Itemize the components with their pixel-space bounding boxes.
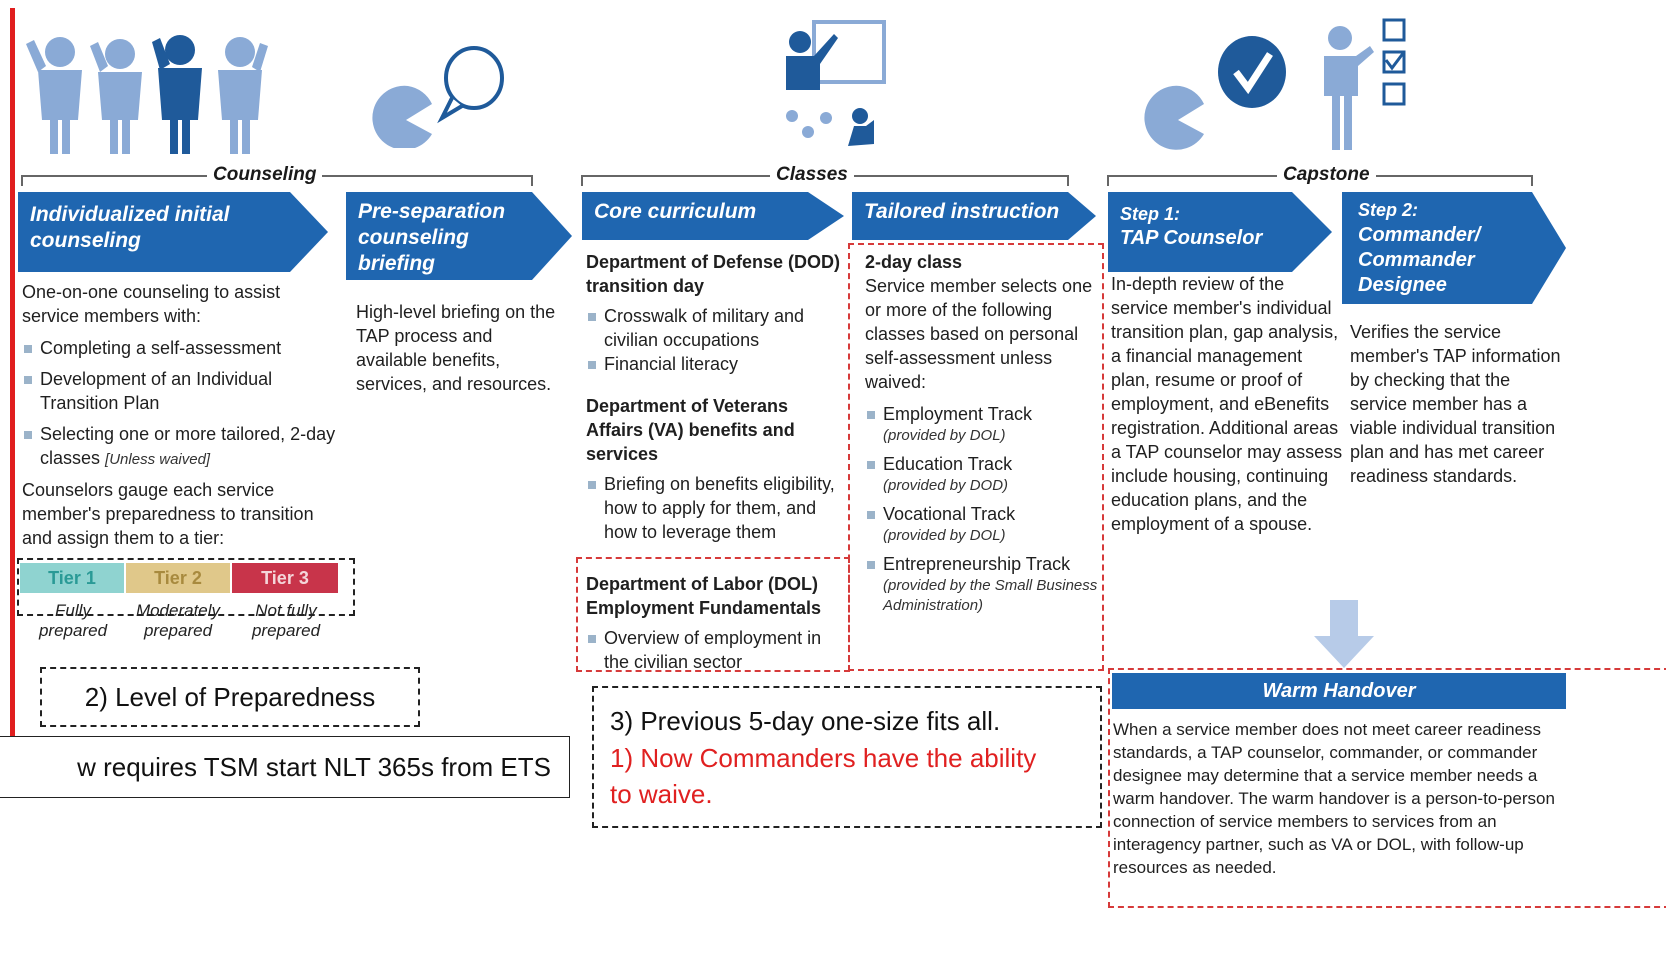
waiver-annotation: 3) Previous 5-day one-size fits all. 1) … xyxy=(592,686,1102,828)
track-item: Vocational Track(provided by DOL) xyxy=(865,502,1101,546)
dod-title: Department of Defense (DOD) transition d… xyxy=(586,252,841,296)
step1-text: In-depth review of the service member's … xyxy=(1111,274,1343,534)
section-classes: Classes xyxy=(770,164,854,186)
step-tailored-header: Tailored instruction xyxy=(864,200,1060,223)
counseling-bullet: Development of an Individual Transition … xyxy=(22,367,342,415)
counseling-bullet: Completing a self-assessment xyxy=(22,336,342,360)
tailored-title: 2-day class xyxy=(865,252,963,272)
warm-handover-highlight xyxy=(1108,668,1666,908)
warm-handover-header: Warm Handover xyxy=(1112,673,1566,709)
va-bullets: Briefing on benefits eligibility, how to… xyxy=(586,472,846,544)
section-capstone: Capstone xyxy=(1277,164,1376,186)
preparedness-annotation: 2) Level of Preparedness xyxy=(40,667,420,727)
warm-handover-text: When a service member does not meet care… xyxy=(1113,720,1555,877)
tier-1-badge: Tier 1 xyxy=(20,563,124,593)
talking-head-speech-bubble-icon xyxy=(372,46,504,148)
unless-waived-note: [Unless waived] xyxy=(105,451,211,468)
step2-label: Step 2: xyxy=(1358,200,1419,220)
step1-header: Step 1: TAP Counselor xyxy=(1108,196,1308,256)
counseling-bullet: Selecting one or more tailored, 2-day cl… xyxy=(22,422,342,470)
dol-bullets: Overview of employment in the civilian s… xyxy=(586,626,848,674)
checklist-person-icon xyxy=(1324,18,1406,150)
previous-label: 3) Previous 5-day one-size fits all. xyxy=(610,706,1001,736)
tailored-highlight-box xyxy=(848,243,1104,671)
step2-header: Step 2: Commander/ Commander Designee xyxy=(1346,196,1536,300)
dol-highlight-box xyxy=(576,557,850,672)
track-item: Employment Track(provided by DOL) xyxy=(865,402,1101,446)
section-counseling: Counseling xyxy=(207,164,323,186)
step-preseparation-header: Pre-separation counseling briefing xyxy=(358,200,506,275)
warm-handover-title: Warm Handover xyxy=(1262,679,1416,702)
step2-text: Verifies the service member's TAP inform… xyxy=(1350,322,1561,486)
dol-bullet: Overview of employment in the civilian s… xyxy=(586,626,848,674)
preseparation-text: High-level briefing on the TAP process a… xyxy=(356,302,556,394)
counseling-bullets: Completing a self-assessment Development… xyxy=(22,336,342,470)
down-arrow-icon xyxy=(1314,600,1374,668)
left-red-rule xyxy=(10,8,15,743)
track-list: Employment Track(provided by DOL) Educat… xyxy=(865,402,1101,616)
head-checkmark-icon xyxy=(1144,36,1286,150)
tier-3-badge: Tier 3 xyxy=(232,563,338,593)
dod-bullet: Financial literacy xyxy=(586,352,846,376)
law-label: w requires TSM start NLT 365s from ETS xyxy=(77,751,551,782)
step2-title: Commander/ Commander Designee xyxy=(1358,224,1481,296)
preparedness-label: 2) Level of Preparedness xyxy=(84,681,376,712)
classroom-teacher-icon xyxy=(786,20,886,146)
law-annotation: w requires TSM start NLT 365s from ETS xyxy=(0,736,570,798)
va-title: Department of Veterans Affairs (VA) bene… xyxy=(586,396,795,464)
dol-title: Department of Labor (DOL) Employment Fun… xyxy=(586,574,822,618)
track-item: Entrepreneurship Track(provided by the S… xyxy=(865,552,1101,616)
saluting-soldiers-icon xyxy=(26,35,268,154)
counseling-column: One-on-one counseling to assist service … xyxy=(22,280,342,550)
dod-bullet: Crosswalk of military and civilian occup… xyxy=(586,304,846,352)
step1-title: TAP Counselor xyxy=(1120,227,1263,249)
step-individualized-header: Individualized initial counseling xyxy=(30,203,230,252)
step-core-header: Core curriculum xyxy=(594,200,757,223)
tier-2-badge: Tier 2 xyxy=(126,563,230,593)
track-item: Education Track(provided by DOD) xyxy=(865,452,1101,496)
tier-highlight-box xyxy=(17,558,355,616)
dol-block: Department of Labor (DOL) Employment Fun… xyxy=(586,572,848,674)
commanders-label: 1) Now Commanders have the ability to wa… xyxy=(610,743,1037,809)
step-arrows xyxy=(18,192,1566,304)
counseling-intro: One-on-one counseling to assist service … xyxy=(22,282,281,326)
tailored-intro: Service member selects one or more of th… xyxy=(865,276,1093,392)
counseling-gauge: Counselors gauge each service member's p… xyxy=(22,480,314,548)
core-column: Department of Defense (DOD) transition d… xyxy=(586,250,846,544)
dod-bullets: Crosswalk of military and civilian occup… xyxy=(586,304,846,376)
tailored-column: 2-day class Service member selects one o… xyxy=(865,250,1101,616)
va-bullet: Briefing on benefits eligibility, how to… xyxy=(586,472,846,544)
step1-label: Step 1: xyxy=(1120,204,1181,224)
